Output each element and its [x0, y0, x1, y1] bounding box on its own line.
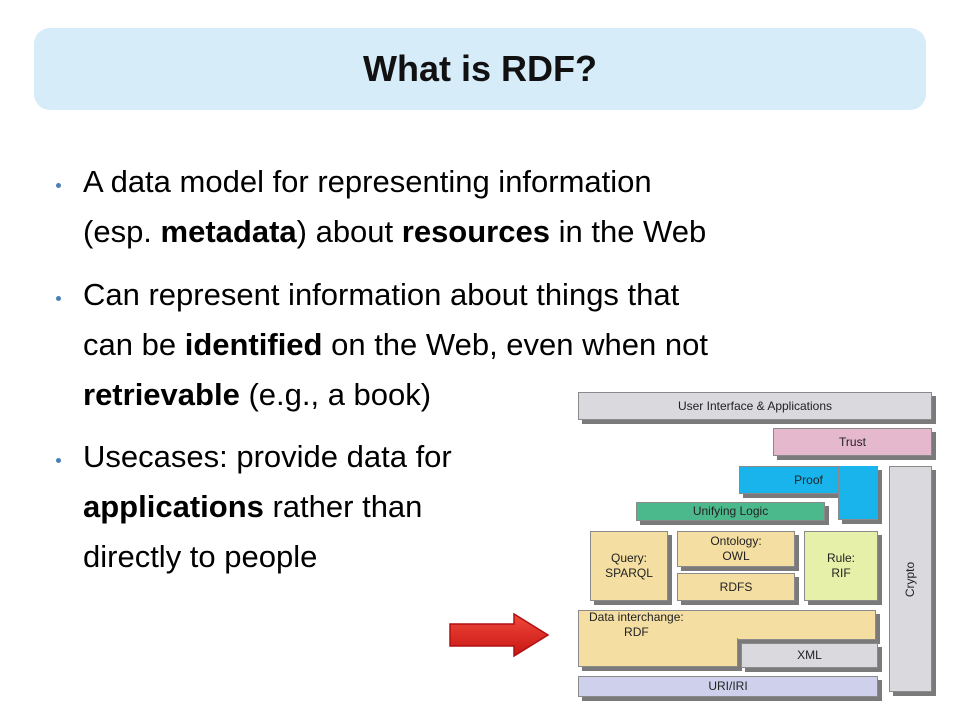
- bullet-text: Usecases: provide data for: [83, 439, 452, 474]
- bullet-text: in the Web: [549, 214, 707, 249]
- bullet-dot: [56, 183, 61, 188]
- layer-data-interchange: Data interchange: RDF: [578, 610, 876, 640]
- layer-ontology: Ontology: OWL: [677, 531, 795, 567]
- bullet-text: can be: [83, 327, 185, 362]
- red-arrow-icon: [449, 612, 550, 658]
- layer-crypto: Crypto: [889, 466, 932, 692]
- layer-query: Query: SPARQL: [590, 531, 668, 601]
- bullet-3-line-2: applications rather than: [83, 486, 422, 528]
- bullet-3-line-3: directly to people: [83, 536, 317, 578]
- emphasized-text: metadata: [160, 214, 297, 249]
- bullet-text: ) about: [296, 214, 402, 249]
- bullet-dot: [56, 296, 61, 301]
- layer-xml: XML: [741, 643, 878, 668]
- bullet-text: (esp.: [83, 214, 161, 249]
- bullet-text: directly to people: [83, 539, 318, 574]
- bullet-2-line-1: Can represent information about things t…: [83, 274, 679, 316]
- bullet-text: (e.g., a book): [239, 377, 432, 412]
- emphasized-text: applications: [83, 489, 264, 524]
- bullet-2-line-3: retrievable (e.g., a book): [83, 374, 431, 416]
- bullet-3-line-1: Usecases: provide data for: [83, 436, 452, 478]
- bullet-text: Can represent information about things t…: [83, 277, 680, 312]
- bullet-1-line-1: A data model for representing informatio…: [83, 161, 652, 203]
- crypto-label: Crypto: [903, 561, 917, 597]
- bullet-text: on the Web, even when not: [322, 327, 708, 362]
- layer-data-interchange-lower: [578, 638, 738, 667]
- layer-user-interface: User Interface & Applications: [578, 392, 932, 420]
- title-bar: What is RDF?: [34, 28, 926, 110]
- bullet-text: A data model for representing informatio…: [83, 164, 652, 199]
- bullet-2-line-2: can be identified on the Web, even when …: [83, 324, 708, 366]
- emphasized-text: retrievable: [83, 377, 240, 412]
- bullet-text: rather than: [263, 489, 423, 524]
- layer-rdfs: RDFS: [677, 573, 795, 601]
- layer-unifying-logic: Unifying Logic: [636, 502, 825, 521]
- bullet-dot: [56, 458, 61, 463]
- emphasized-text: identified: [184, 327, 323, 362]
- layer-uri-iri: URI/IRI: [578, 676, 878, 697]
- slide-title: What is RDF?: [363, 48, 597, 89]
- layer-rule: Rule: RIF: [804, 531, 878, 601]
- layer-trust: Trust: [773, 428, 932, 456]
- bullet-1-line-2: (esp. metadata) about resources in the W…: [83, 211, 706, 253]
- layer-proof-extension: [838, 466, 878, 520]
- emphasized-text: resources: [401, 214, 550, 249]
